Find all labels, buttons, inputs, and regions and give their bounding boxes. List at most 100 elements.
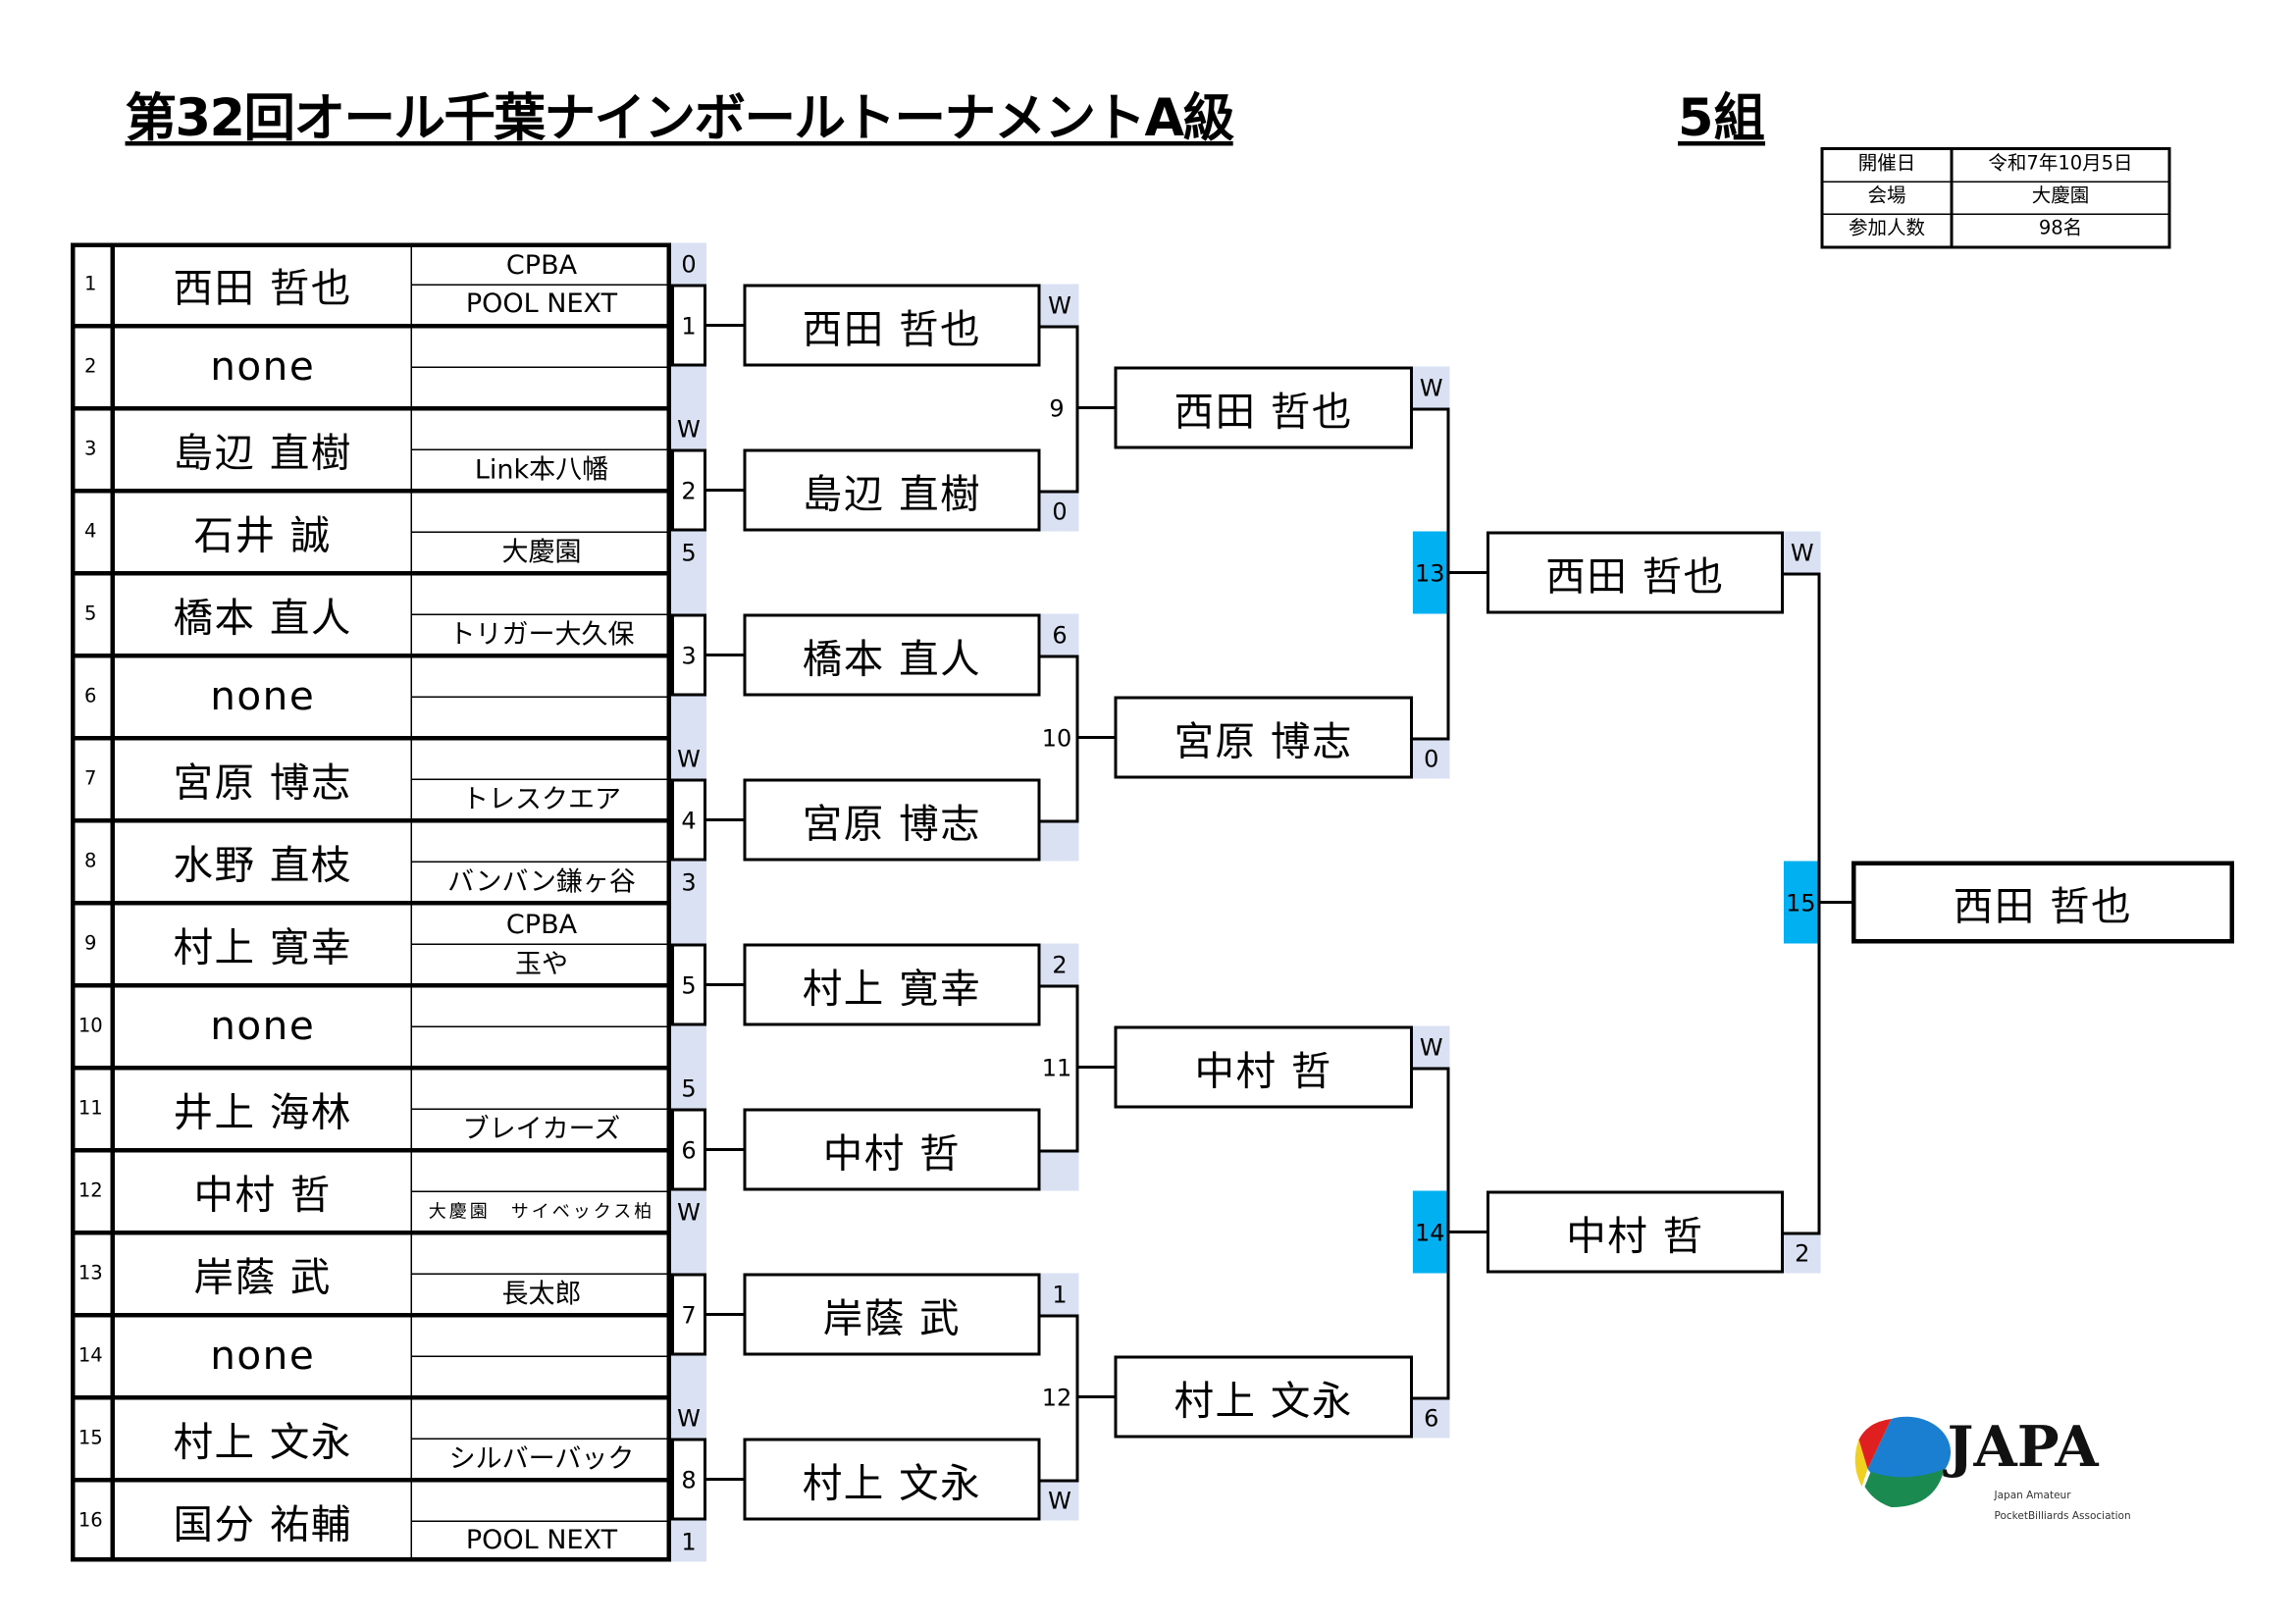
- club-divider: [412, 1355, 671, 1357]
- advancing-player-box[interactable]: 宮原 博志: [743, 778, 1041, 862]
- bracket-connector: [1075, 984, 1079, 1153]
- score-bottom: 1: [671, 1520, 706, 1562]
- club-name: [412, 988, 671, 1026]
- advancing-player-box[interactable]: 西田 哲也: [1114, 366, 1413, 449]
- advancing-player-box[interactable]: 宮原 博志: [1114, 696, 1413, 779]
- player-name[interactable]: 村上 文永: [115, 1396, 412, 1480]
- row-divider: [71, 1395, 671, 1400]
- club-name: CPBA: [505, 909, 578, 940]
- match-number: 10: [1041, 723, 1072, 752]
- player-name[interactable]: 水野 直枝: [115, 819, 412, 903]
- advancing-player-box[interactable]: 村上 文永: [1114, 1355, 1413, 1439]
- advancing-player-box[interactable]: 西田 哲也: [743, 284, 1041, 367]
- player-name[interactable]: 岸蔭 武: [115, 1231, 412, 1315]
- info-row-venue: 会場大慶園: [1823, 181, 2168, 214]
- player-name[interactable]: 島辺 直樹: [115, 407, 412, 491]
- score-bottom: 6: [1413, 1396, 1450, 1439]
- player-name[interactable]: 井上 海林: [115, 1067, 412, 1150]
- player-name[interactable]: 中村 哲: [115, 1149, 412, 1232]
- score-top: W: [671, 737, 706, 779]
- player-name[interactable]: 西田 哲也: [115, 242, 412, 326]
- japa-logo: JAPA Japan Amateur PocketBilliards Assoc…: [1848, 1410, 2186, 1537]
- row-divider: [71, 406, 671, 411]
- seed-number: 13: [71, 1231, 115, 1315]
- club-name: Link本八幡: [474, 454, 609, 487]
- score-bottom: W: [671, 1190, 706, 1232]
- club-divider: [412, 284, 671, 286]
- row-divider: [71, 1231, 671, 1235]
- advancing-player-box[interactable]: 村上 寛幸: [743, 943, 1041, 1026]
- row-divider: [71, 1313, 671, 1318]
- bracket-line: [706, 1148, 744, 1151]
- advancing-player-box[interactable]: 島辺 直樹: [743, 448, 1041, 532]
- logo-subtitle-1: Japan Amateur: [1994, 1490, 2072, 1501]
- advancing-player-box[interactable]: 中村 哲: [1487, 1190, 1784, 1274]
- player-name[interactable]: 橋本 直人: [115, 572, 412, 655]
- seed-number: 6: [71, 655, 115, 738]
- club-name: [412, 329, 671, 367]
- bracket-connector: [1075, 655, 1079, 823]
- club-name: 玉や: [515, 949, 568, 981]
- row-divider: [71, 571, 671, 576]
- row-divider: [71, 736, 671, 741]
- bracket-stub: [1040, 1479, 1079, 1483]
- score-top: W: [671, 1396, 706, 1439]
- player-name[interactable]: 村上 寛幸: [115, 902, 412, 985]
- club-name: 長太郎: [501, 1279, 582, 1311]
- bracket-line: [1449, 1231, 1487, 1233]
- row-divider: [71, 1066, 671, 1071]
- player-name[interactable]: none: [115, 1314, 412, 1397]
- club-divider: [412, 366, 671, 368]
- player-name[interactable]: 国分 祐輔: [115, 1479, 412, 1562]
- player-name[interactable]: 宮原 博志: [115, 737, 412, 820]
- score-top: 6: [1040, 613, 1079, 655]
- seed-number: 3: [71, 407, 115, 491]
- club-divider: [412, 861, 671, 863]
- bracket-connector: [1446, 1067, 1450, 1400]
- club-divider: [412, 613, 671, 615]
- player-name[interactable]: none: [115, 325, 412, 408]
- score-top: 5: [671, 1067, 706, 1109]
- seed-number: 11: [71, 1067, 115, 1150]
- bracket-stub: [1784, 572, 1821, 576]
- advancing-player-box[interactable]: 岸蔭 武: [743, 1273, 1041, 1356]
- advancing-player-box[interactable]: 西田 哲也: [1487, 531, 1784, 614]
- advancing-player-box[interactable]: 中村 哲: [1114, 1025, 1413, 1109]
- score-top: [671, 902, 706, 944]
- match-number-box: 6: [671, 1108, 706, 1191]
- club-divider: [412, 1190, 671, 1192]
- bracket-line: [706, 654, 744, 656]
- score-bottom: [1040, 819, 1079, 862]
- advancing-player-box[interactable]: 橋本 直人: [743, 613, 1041, 697]
- seed-number: 2: [71, 325, 115, 408]
- seed-number: 14: [71, 1314, 115, 1397]
- club-name: ブレイカーズ: [462, 1114, 621, 1146]
- group-label: 5組: [1678, 89, 1766, 149]
- match-number: 11: [1041, 1053, 1072, 1081]
- match-number-box: 3: [671, 613, 706, 697]
- seed-number: 4: [71, 490, 115, 573]
- advancing-player-box[interactable]: 中村 哲: [743, 1108, 1041, 1191]
- score-top: 1: [1040, 1273, 1079, 1315]
- bracket-stub: [1040, 1314, 1079, 1318]
- club-divider: [412, 1273, 671, 1275]
- advancing-player-box[interactable]: 村上 文永: [743, 1438, 1041, 1521]
- seed-number: 8: [71, 819, 115, 903]
- score-top: W: [1413, 366, 1450, 408]
- club-name: CPBA: [505, 249, 578, 281]
- score-top: 0: [671, 242, 706, 285]
- player-name[interactable]: none: [115, 655, 412, 738]
- bracket-line: [1449, 571, 1487, 574]
- club-name: [412, 1318, 671, 1356]
- club-name: [412, 1483, 671, 1521]
- club-name: 大慶園: [501, 537, 582, 569]
- champion-box[interactable]: 西田 哲也: [1852, 861, 2234, 944]
- bracket-connector: [1817, 572, 1821, 1235]
- club-name: [412, 367, 671, 405]
- bracket-line: [706, 324, 744, 327]
- club-name: [412, 1026, 671, 1065]
- player-name[interactable]: none: [115, 984, 412, 1068]
- info-label: 開催日: [1824, 150, 1954, 182]
- player-name[interactable]: 石井 誠: [115, 490, 412, 573]
